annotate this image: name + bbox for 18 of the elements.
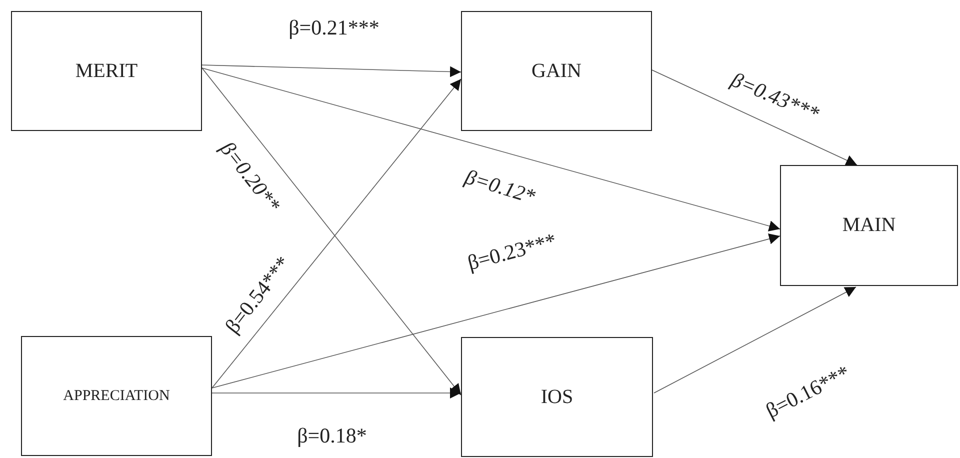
arrow — [202, 64, 462, 78]
variable-box — [21, 336, 212, 456]
arrow — [212, 234, 780, 388]
variable-box — [461, 11, 652, 131]
variable-label: MERIT — [75, 60, 138, 82]
variable-label: IOS — [540, 386, 574, 408]
arrow — [652, 70, 858, 166]
variable-label: MAIN — [842, 214, 896, 237]
arrow — [202, 68, 780, 232]
arrow — [212, 388, 462, 398]
variable-box — [780, 165, 958, 286]
arrow — [654, 286, 856, 394]
variable-box — [11, 11, 202, 131]
edge-label: β=0.18* — [296, 426, 368, 446]
variable-label: GAIN — [532, 60, 582, 82]
variable-label: APPRECIATION — [63, 388, 170, 404]
variable-box — [461, 337, 653, 457]
edge-label: β=0.21*** — [288, 18, 380, 38]
